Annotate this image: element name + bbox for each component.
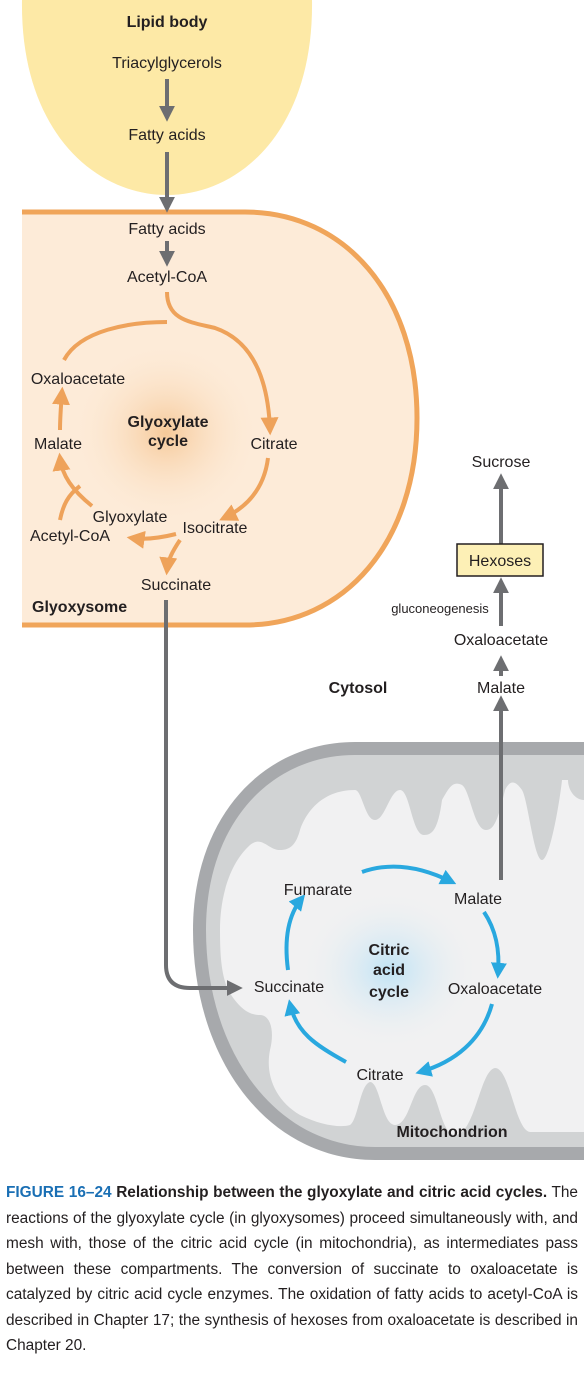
- citrate-glyox-label: Citrate: [250, 436, 297, 453]
- citric-acid-cycle-glow: [300, 890, 480, 1050]
- arrow-isocitrate-to-succinate: [159, 538, 182, 576]
- glyoxylate-cycle-title-line2: cycle: [148, 433, 188, 450]
- lipid-body-label: Lipid body: [127, 14, 208, 31]
- hexoses-label: Hexoses: [469, 553, 531, 570]
- malate-glyox-label: Malate: [34, 436, 82, 453]
- oxaloacetate-cytosol-label: Oxaloacetate: [454, 632, 548, 649]
- arrow-fumarate-to-malate: [361, 864, 457, 885]
- glyoxylate-cycle-glow: [71, 341, 261, 525]
- acetyl-coa-left-label: Acetyl-CoA: [30, 528, 110, 545]
- figure-number: FIGURE 16–24: [6, 1184, 112, 1201]
- citric-cycle-title-line2: acid: [373, 962, 405, 979]
- arrow-succinate-to-mitochondrion: [164, 600, 243, 996]
- oxaloacetate-glyox-label: Oxaloacetate: [31, 371, 125, 388]
- arrow-malate-to-oxaloacetate-glyox: [52, 386, 71, 431]
- triacylglycerols-label: Triacylglycerols: [112, 55, 222, 72]
- oxaloacetate-mito-label: Oxaloacetate: [448, 981, 542, 998]
- mitochondrion-label: Mitochondrion: [396, 1124, 507, 1141]
- arrow-acetyl-coa-join-malate: [58, 484, 82, 521]
- figure-caption-body: The reactions of the glyoxylate cycle (i…: [6, 1184, 578, 1354]
- sucrose-label: Sucrose: [472, 454, 531, 471]
- glyoxylate-cycle-title-line1: Glyoxylate: [128, 414, 209, 431]
- fatty-acids-lipid-label: Fatty acids: [128, 127, 205, 144]
- isocitrate-label: Isocitrate: [183, 520, 248, 537]
- succinate-glyox-label: Succinate: [141, 577, 211, 594]
- figure-title: Relationship between the glyoxylate and …: [116, 1184, 548, 1201]
- gluconeogenesis-label: gluconeogenesis: [391, 601, 489, 616]
- pathway-diagram: Lipid body Glyoxysome Cytosol Mitochondr…: [21, 0, 584, 1160]
- malate-mito-label: Malate: [454, 891, 502, 908]
- fumarate-label: Fumarate: [284, 882, 353, 899]
- cytosol-label: Cytosol: [329, 680, 388, 697]
- fatty-acids-glyox-label: Fatty acids: [128, 221, 205, 238]
- citric-cycle-title-line1: Citric: [369, 942, 410, 959]
- succinate-mito-label: Succinate: [254, 979, 324, 996]
- arrow-citrate-to-isocitrate: [219, 457, 270, 521]
- arrow-acetyl-coa-to-citrate: [165, 291, 279, 436]
- acetyl-coa-top-label: Acetyl-CoA: [127, 269, 207, 286]
- arrow-glyoxylate-to-malate: [52, 452, 94, 508]
- arrow-isocitrate-to-glyoxylate: [126, 530, 177, 549]
- malate-cytosol-label: Malate: [477, 680, 525, 697]
- glyoxysome-label: Glyoxysome: [32, 599, 127, 616]
- figure-caption: FIGURE 16–24 Relationship between the gl…: [6, 1180, 578, 1359]
- glyoxylate-label: Glyoxylate: [93, 509, 168, 526]
- citric-cycle-title-line3: cycle: [369, 984, 409, 1001]
- arrow-malate-to-oxaloacetate-mito: [482, 910, 507, 979]
- arrow-succinate-to-fumarate: [284, 894, 306, 971]
- arrow-oxaloacetate-to-citrate: [415, 1003, 494, 1077]
- hexoses-box: [456, 543, 544, 577]
- citrate-mito-label: Citrate: [356, 1067, 403, 1084]
- arrow-oxaloacetate-to-citrate-join: [62, 320, 168, 362]
- arrow-citrate-to-succinate: [284, 999, 347, 1064]
